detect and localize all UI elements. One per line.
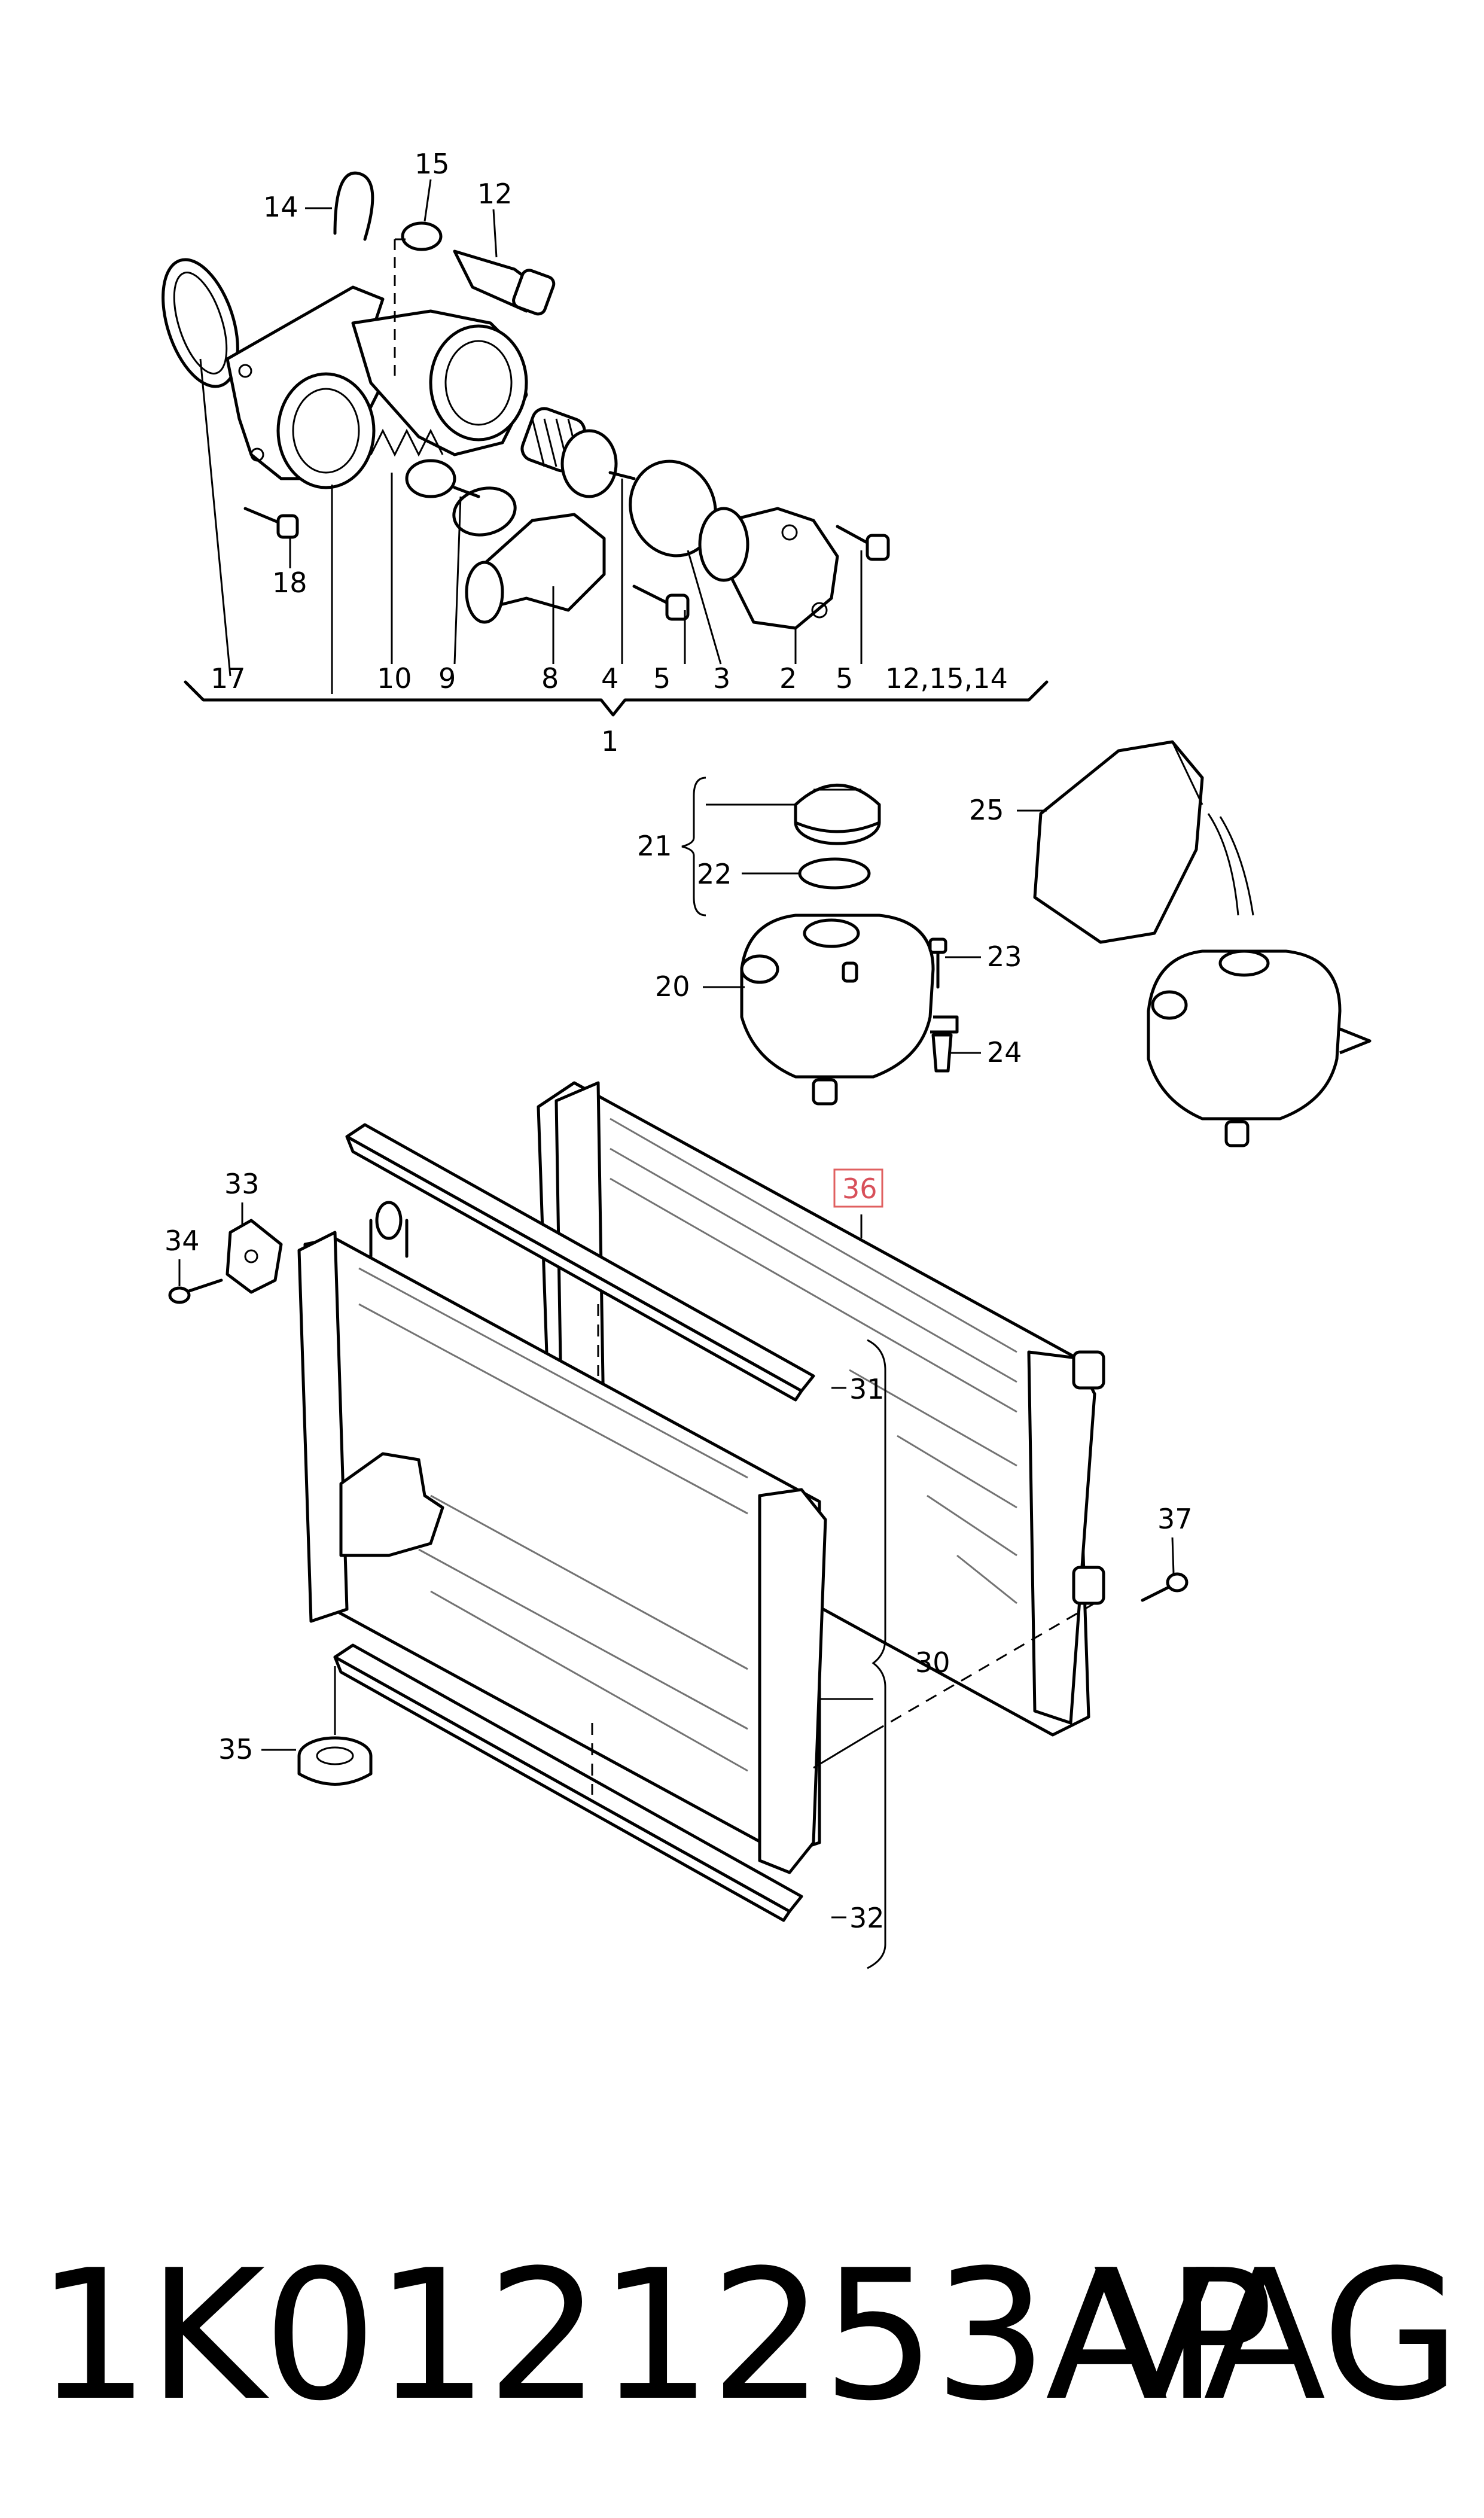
radiator-group — [168, 1081, 1189, 1969]
outlet-pipe-part — [351, 309, 528, 456]
thermostat-housing-group — [161, 171, 1049, 717]
expansion-tank-group — [681, 740, 1372, 1147]
thermostat-part — [520, 407, 636, 498]
callout-35: 35 — [218, 1733, 254, 1765]
callout-24: 24 — [987, 1036, 1022, 1068]
callout-36: 36 — [842, 1173, 877, 1205]
radiator-fins — [610, 1118, 1017, 1604]
o-ring-small-part — [401, 221, 443, 251]
callout-4: 4 — [601, 662, 618, 695]
callout-23: 23 — [987, 940, 1022, 973]
filler-cap-part — [794, 784, 881, 845]
gasket-oval-part — [161, 258, 239, 388]
callout-2: 2 — [779, 662, 797, 695]
o-ring-part — [452, 486, 517, 537]
cap-seal-part — [798, 857, 871, 890]
screw-34-part — [168, 1278, 223, 1304]
leader-lines-top — [184, 179, 1049, 717]
connection-pipe-part — [698, 507, 839, 630]
callout-14: 14 — [263, 191, 298, 223]
mounting-bracket-part — [226, 1219, 283, 1294]
callout-10: 10 — [377, 662, 412, 695]
callout-labels: 14 15 12 18 17 10 9 8 4 5 3 2 5 12,15,14… — [164, 148, 1193, 1934]
expansion-tank-filled-part — [1147, 949, 1372, 1147]
callout-21: 21 — [637, 830, 672, 862]
part-number: 1K0121253AP — [36, 2231, 1274, 2440]
callout-31: 31 — [849, 1373, 885, 1405]
callout-17: 17 — [211, 662, 246, 695]
callout-34: 34 — [164, 1225, 200, 1257]
callout-9: 9 — [438, 662, 456, 695]
clip-part — [333, 171, 374, 241]
callout-3: 3 — [713, 662, 730, 695]
callout-20: 20 — [655, 970, 690, 1003]
callout-12: 12 — [477, 178, 513, 210]
callout-8: 8 — [541, 662, 559, 695]
screw-part — [928, 937, 947, 989]
brand-name: VAG — [1093, 2231, 1461, 2440]
callout-12-15-14: 12,15,14 — [885, 662, 1008, 695]
callout-37: 37 — [1157, 1503, 1193, 1535]
callout-18: 18 — [272, 567, 307, 599]
screw-37-part — [1141, 1572, 1189, 1602]
seal-strip-bottom-part — [333, 1643, 803, 1922]
expansion-tank-part — [740, 914, 959, 1106]
callout-15: 15 — [415, 148, 450, 180]
callout-25: 25 — [969, 794, 1004, 826]
callout-30: 30 — [915, 1646, 950, 1679]
coolant-bottle-part — [1033, 740, 1254, 944]
callout-33: 33 — [224, 1168, 260, 1200]
condenser-fins — [358, 1267, 748, 1772]
leader-lines-tank — [681, 777, 1047, 1054]
callout-5b: 5 — [836, 662, 853, 695]
callout-36-highlight — [833, 1168, 883, 1208]
callout-22: 22 — [697, 858, 732, 890]
bolt-18-part — [243, 507, 299, 539]
coolant-pipe-part — [465, 513, 606, 624]
callout-1: 1 — [601, 725, 618, 757]
leader-lines-radiator — [178, 1202, 1175, 1969]
bolt-part — [632, 525, 890, 621]
callout-5a: 5 — [653, 662, 671, 695]
footer: 1K0121253AP VAG — [36, 2231, 1461, 2440]
callout-32: 32 — [849, 1902, 885, 1934]
temperature-sensor-part — [453, 249, 556, 316]
retaining-clip-part — [931, 1033, 953, 1073]
rubber-mount-part — [297, 1736, 373, 1786]
condenser-front-part — [297, 1201, 827, 1874]
housing-flange-part — [226, 285, 385, 489]
seal-strip-top-part — [345, 1123, 815, 1402]
spring-part — [370, 428, 480, 498]
